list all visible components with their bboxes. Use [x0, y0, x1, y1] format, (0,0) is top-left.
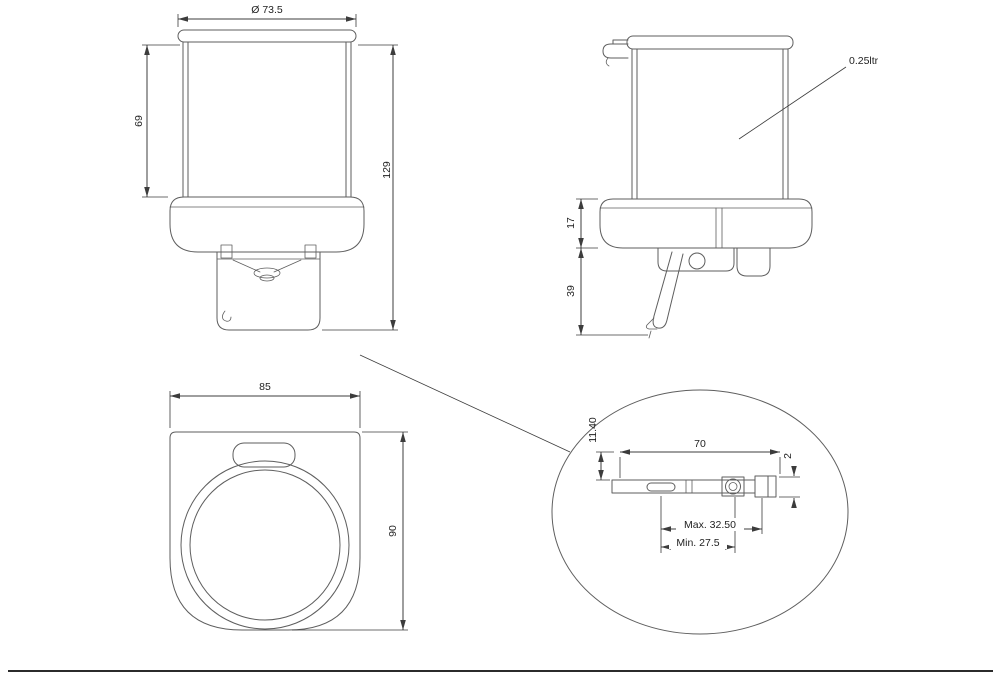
pump-handle — [652, 251, 684, 329]
pump-funnel — [232, 259, 302, 273]
glass-height-extension-lines — [142, 44, 180, 198]
lid-outline-side — [626, 35, 794, 50]
plan-outline — [169, 431, 361, 631]
depth-dimension-label: 90 — [387, 525, 399, 537]
width-dimension-label: 85 — [259, 381, 271, 393]
holder-height-dimension-label: 17 — [565, 217, 577, 229]
holder-height-extension-lines — [576, 198, 598, 249]
bracket-clips — [220, 244, 317, 259]
span-dimension-label: 70 — [694, 438, 706, 450]
pump-outlet-ellipse — [253, 267, 281, 279]
mounting-hole-inner — [728, 482, 738, 491]
pump-drop-dimension-label: 39 — [565, 285, 577, 297]
min-spacing-label-background — [669, 536, 727, 549]
pump-lever-outline — [602, 39, 629, 59]
glass-height-dimension-label: 69 — [133, 115, 145, 127]
glass-outer-circle — [180, 460, 350, 630]
mount-bracket-outline — [216, 251, 321, 331]
pump-pivot-circle — [688, 252, 706, 270]
glass-inner-circle — [189, 469, 341, 621]
pump-duct — [657, 247, 735, 272]
pump-housing — [736, 247, 771, 277]
glass-walls — [182, 41, 352, 198]
offset-dimension-label: 11.40 — [587, 417, 599, 443]
cup-walls-side — [631, 48, 789, 200]
total-height-extension-lines — [322, 44, 398, 331]
span-extension-lines — [619, 457, 781, 478]
diameter-dimension-label: Ø 73.5 — [251, 4, 283, 16]
wall-tab-outline — [232, 442, 296, 468]
holder-outline — [169, 196, 365, 253]
offset-extension-lines — [596, 451, 614, 481]
max-spacing-label-background — [676, 518, 744, 531]
capacity-label: 0.25ltr — [849, 55, 879, 67]
side-view: 17 39 0.25ltr — [565, 35, 879, 339]
pump-nozzle — [645, 317, 658, 330]
holder-outline-side — [599, 198, 813, 249]
mounting-hole-outer — [725, 478, 741, 495]
total-height-dimension-label: 129 — [381, 161, 393, 179]
nozzle-drip-line — [648, 330, 652, 339]
width-extension-lines — [169, 391, 361, 428]
front-view: Ø 73.5 69 129 — [133, 4, 398, 331]
plan-view: 85 90 — [169, 381, 408, 631]
hole-boss-outline — [721, 476, 745, 497]
pump-outlet-tip — [259, 274, 275, 282]
plate-end-block — [754, 475, 777, 498]
detail-boundary-ellipse — [551, 389, 849, 635]
thickness-extension-lines — [779, 476, 800, 498]
drain-hook — [222, 310, 232, 322]
detail-leader-line — [359, 354, 571, 453]
plate-step-lines — [685, 479, 693, 494]
thickness-dimension-label: 2 — [782, 453, 794, 459]
min-spacing-dimension-label: Min. 27.5 — [676, 537, 719, 549]
detail-view: 70 11.40 2 Max. 32.50 Min. 27.5 — [551, 389, 849, 635]
slot-outline — [646, 482, 676, 492]
holder-divider-lines — [715, 207, 723, 249]
plate-section-outline — [611, 479, 756, 494]
pump-lever-hook — [605, 57, 610, 67]
lid-outline — [177, 29, 357, 43]
capacity-leader-line — [738, 66, 847, 140]
max-spacing-dimension-label: Max. 32.50 — [684, 519, 736, 531]
